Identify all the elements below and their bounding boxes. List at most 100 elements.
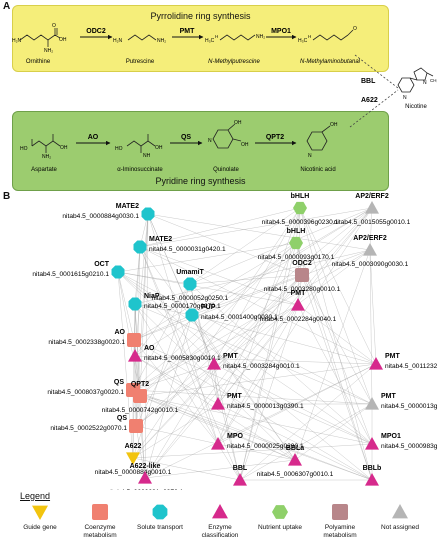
network-node-id-label: nitab4.5_0001400g0030.1 [201,314,278,321]
network-edge [134,355,219,405]
compound-methylaminobutanal: N-Methylaminobutanal [300,59,361,65]
legend-item-label: Not assigned [381,524,419,531]
network-edge [239,304,299,481]
network-edge [134,283,191,357]
network-node-marker [365,201,379,214]
network-edge [134,213,149,357]
network-edge [117,271,373,445]
network-node-gene-label: QPT2 [131,381,149,388]
svg-text:OH: OH [59,37,67,43]
network-node-marker [138,471,152,484]
network-node-marker [183,277,197,291]
network-node-id-label: nitab4.5_0000031g0370.1 [107,489,184,490]
legend-title: Legend [20,491,51,501]
network-node[interactable]: MATE2 nitab4.5_0000884g0030.1 [62,203,155,221]
network-edge [139,395,296,461]
svg-text:H: H [308,34,311,39]
legend-item-enzyme: Enzyme classification [190,503,250,540]
legend-item-guide: Guide gene [10,503,70,532]
legend-item-transport: Solute transport [130,503,190,532]
svg-text:OH: OH [234,120,242,126]
network-edge [239,363,377,481]
network-node-marker [365,437,379,450]
network-edge [144,213,149,479]
network-node-gene-label: MATE2 [116,203,139,210]
network-node-id-label: nitab4.5_0000983g0060.1 [381,443,437,450]
network-node-gene-label: MPO1 [381,433,401,440]
network-node[interactable]: BBLbnitab4.5_0000316g0090.1 [334,465,411,490]
network-edge [189,207,373,285]
network-edge [301,274,373,481]
coenzyme-icon [92,504,108,520]
compound-quinolate: Quinolate [213,167,239,173]
network-edge [213,274,303,365]
legend-item-polyamine: Polyamine metabolism [310,503,370,540]
network-edge [369,249,373,405]
svg-text:HO: HO [115,146,123,152]
svg-text:NH: NH [143,153,151,159]
network-edge [369,207,373,251]
aspartate-structure [31,134,61,153]
network-edge [133,314,193,341]
legend-item-label: Enzyme classification [201,524,239,539]
network-node-marker [133,389,147,403]
network-node-marker [211,397,225,410]
network-edge [117,271,373,405]
network-node-marker [133,240,147,254]
network-edge [191,314,215,365]
network-node-gene-label: AP2/ERF2 [355,193,389,200]
svg-text:NH₂: NH₂ [157,38,166,44]
network-node-id-label: nitab4.5_0000884g0030.1 [62,213,139,220]
network-edge [144,363,215,479]
network-node[interactable]: BBLnitab4.5_0001029g0080.1 [202,465,279,490]
network-node-id-label: nitab4.5_0003280g0010.1 [264,286,341,293]
network-edge [132,363,215,391]
network-node-id-label: nitab4.5_0002284g0040.1 [260,316,337,323]
network-edge [139,246,377,365]
network-node-gene-label: MPO [227,433,244,440]
network-edge [133,339,146,479]
svg-text:H: H [215,34,218,39]
legend-item-label: Nutrient uptake [257,524,303,531]
network-edge [299,207,377,365]
polyamine-icon [332,504,348,520]
network-node[interactable]: A622-likenitab4.5_0000031g0370.1 [107,463,184,490]
enzyme-a622-label: A622 [361,97,378,104]
network-edge [135,363,215,427]
network-node-id-label: nitab4.5_0011232g0010.1 [385,363,437,370]
network-node-marker [365,473,379,486]
svg-text:H₃C: H₃C [298,38,308,44]
network-node-marker [291,298,305,311]
guide-icon [32,505,48,520]
network-edge [213,363,241,481]
network-node[interactable]: MPO1 nitab4.5_0000983g0060.1 [365,433,437,450]
network-edge [135,425,219,445]
network-edge [144,207,373,479]
network-edge [134,303,296,461]
network-node-marker [365,397,379,410]
network-node-id-label: nitab4.5_0003090g0030.1 [332,261,409,268]
